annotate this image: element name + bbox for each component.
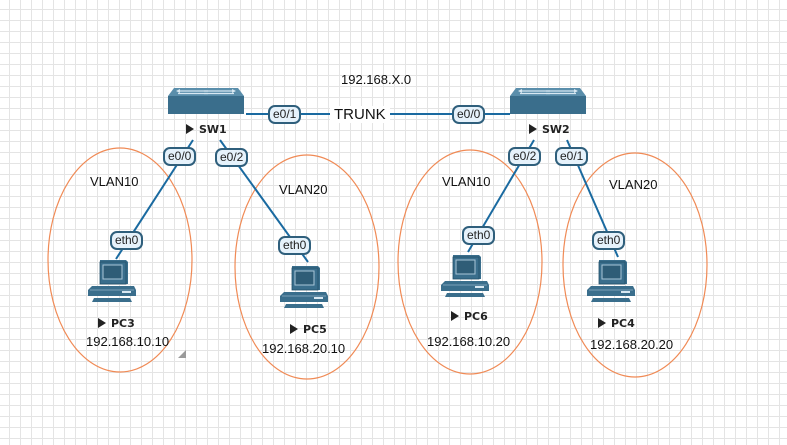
pc-pc3[interactable] bbox=[87, 259, 137, 303]
vlan-zone-pc6 bbox=[397, 149, 543, 375]
network-label: 192.168.X.0 bbox=[341, 72, 412, 87]
port-sw1-pc5[interactable]: e0/2 bbox=[215, 148, 249, 167]
ip-label-pc4: 192.168.20.20 bbox=[590, 337, 674, 352]
port-pc4-eth0[interactable]: eth0 bbox=[592, 231, 626, 250]
pc-pc4[interactable] bbox=[586, 259, 636, 303]
pc-label-pc6[interactable]: PC6 bbox=[451, 310, 488, 323]
resize-grip-icon[interactable] bbox=[178, 350, 186, 358]
switch-icon bbox=[167, 87, 245, 115]
pc-icon bbox=[586, 259, 636, 303]
vlan-label-pc5: VLAN20 bbox=[279, 182, 328, 197]
port-pc3-eth0[interactable]: eth0 bbox=[110, 231, 144, 250]
vlan-label-pc6: VLAN10 bbox=[442, 174, 491, 189]
start-icon bbox=[529, 124, 537, 134]
port-pc5-eth0[interactable]: eth0 bbox=[278, 236, 312, 255]
vlan-zone-pc4 bbox=[562, 152, 708, 378]
start-icon bbox=[98, 318, 106, 328]
pc-icon bbox=[87, 259, 137, 303]
vlan-zone-pc3 bbox=[47, 147, 193, 373]
switch-label-sw2[interactable]: SW2 bbox=[529, 123, 570, 136]
vlan-label-pc3: VLAN10 bbox=[90, 174, 139, 189]
port-sw2-pc4[interactable]: e0/1 bbox=[555, 147, 589, 166]
start-icon bbox=[451, 311, 459, 321]
switch-sw1[interactable] bbox=[167, 87, 245, 115]
vlan-label-pc4: VLAN20 bbox=[609, 177, 658, 192]
port-sw2-pc6[interactable]: e0/2 bbox=[508, 147, 542, 166]
switch-label-sw1[interactable]: SW1 bbox=[186, 123, 227, 136]
pc-label-pc4[interactable]: PC4 bbox=[598, 317, 635, 330]
pc-pc5[interactable] bbox=[279, 265, 329, 309]
start-icon bbox=[290, 324, 298, 334]
vlan-zone-pc5 bbox=[234, 154, 380, 380]
pc-icon bbox=[440, 254, 490, 298]
pc-label-pc5[interactable]: PC5 bbox=[290, 323, 327, 336]
switch-sw2[interactable] bbox=[509, 87, 587, 115]
pc-pc6[interactable] bbox=[440, 254, 490, 298]
ip-label-pc6: 192.168.10.20 bbox=[427, 334, 511, 349]
port-sw2-trunk[interactable]: e0/0 bbox=[452, 105, 486, 124]
port-sw1-pc3[interactable]: e0/0 bbox=[163, 147, 197, 166]
ip-label-pc3: 192.168.10.10 bbox=[86, 334, 170, 349]
ip-label-pc5: 192.168.20.10 bbox=[262, 341, 346, 356]
start-icon bbox=[598, 318, 606, 328]
pc-icon bbox=[279, 265, 329, 309]
port-sw1-trunk[interactable]: e0/1 bbox=[268, 105, 302, 124]
switch-icon bbox=[509, 87, 587, 115]
start-icon bbox=[186, 124, 194, 134]
trunk-label: TRUNK bbox=[330, 106, 390, 123]
port-pc6-eth0[interactable]: eth0 bbox=[462, 226, 496, 245]
pc-label-pc3[interactable]: PC3 bbox=[98, 317, 135, 330]
